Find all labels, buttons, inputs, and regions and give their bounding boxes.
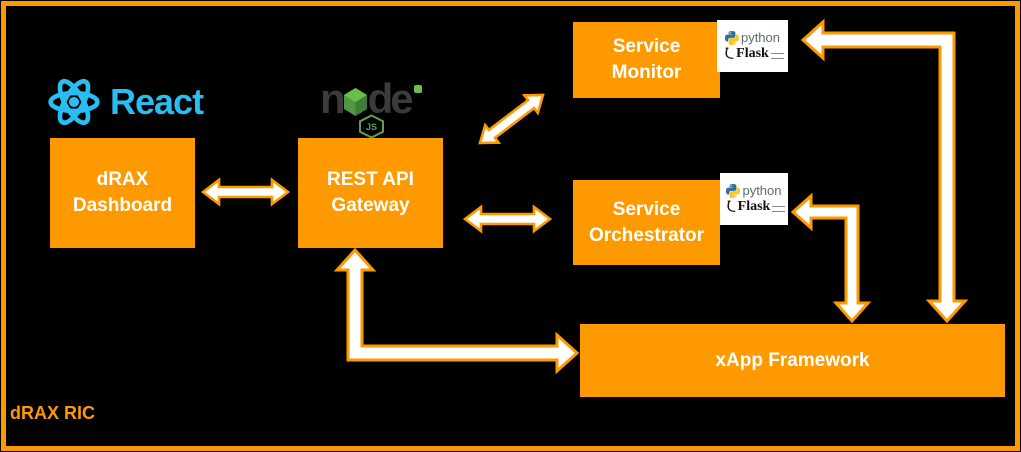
flask-icon bbox=[727, 200, 736, 212]
drax-dashboard-label-line2: Dashboard bbox=[72, 195, 173, 216]
arrow-gateway-orchestrator bbox=[462, 204, 553, 234]
xapp-framework-box: xApp Framework bbox=[580, 324, 1005, 397]
arrow-orchestrator-xapp bbox=[790, 192, 872, 324]
node-letter-n: n bbox=[320, 75, 346, 122]
service-monitor-label-line2: Monitor bbox=[611, 62, 682, 83]
react-logo: React bbox=[46, 74, 204, 130]
service-monitor-label-line1: Service bbox=[612, 36, 681, 57]
react-label: React bbox=[110, 81, 204, 122]
flask-tagline-marks bbox=[772, 206, 786, 212]
arrow-gateway-monitor bbox=[478, 93, 545, 145]
node-dot-icon bbox=[413, 85, 422, 93]
python-logo: python bbox=[726, 183, 782, 198]
drax-dashboard-box: dRAX Dashboard bbox=[50, 138, 195, 248]
python-icon bbox=[726, 183, 741, 198]
rest-api-gateway-box: REST API Gateway bbox=[298, 138, 443, 248]
arrow-monitor-xapp bbox=[800, 18, 969, 324]
flask-label: Flask bbox=[736, 46, 769, 61]
service-monitor-box: Service Monitor bbox=[573, 22, 720, 98]
xapp-framework-label: xApp Framework bbox=[715, 349, 870, 371]
arrow-gateway-xapp bbox=[333, 247, 580, 375]
node-letters-de: de bbox=[367, 75, 414, 122]
service-orchestrator-box: Service Orchestrator bbox=[573, 180, 720, 265]
nodejs-logo: n de JS bbox=[320, 75, 430, 139]
flask-logo: Flask bbox=[721, 46, 784, 62]
python-logo: python bbox=[724, 30, 781, 45]
rest-api-gateway-label-line1: REST API bbox=[327, 169, 414, 190]
python-label: python bbox=[740, 30, 781, 45]
python-icon bbox=[724, 30, 739, 45]
react-atom-icon bbox=[48, 78, 100, 126]
node-hexagon-icon bbox=[343, 88, 367, 116]
drax-dashboard-label-line1: dRAX bbox=[96, 169, 149, 190]
node-js-badge-label: JS bbox=[366, 122, 377, 132]
rest-api-gateway-label-line2: Gateway bbox=[331, 195, 410, 216]
flask-label: Flask bbox=[737, 199, 771, 214]
arrow-dashboard-gateway bbox=[200, 177, 291, 207]
python-flask-card-orchestrator: python Flask bbox=[720, 173, 788, 225]
drax-ric-label: dRAX RIC bbox=[10, 403, 95, 423]
node-js-badge-icon: JS bbox=[359, 114, 384, 139]
flask-icon bbox=[725, 47, 734, 59]
service-orchestrator-label-line2: Orchestrator bbox=[588, 224, 705, 246]
flask-tagline-marks bbox=[770, 53, 784, 59]
nodejs-wordmark: n de bbox=[320, 75, 430, 122]
python-label: python bbox=[742, 183, 782, 198]
flask-logo: Flask bbox=[723, 199, 786, 215]
python-flask-card-monitor: python Flask bbox=[717, 20, 788, 72]
service-orchestrator-label-line1: Service bbox=[612, 198, 681, 220]
